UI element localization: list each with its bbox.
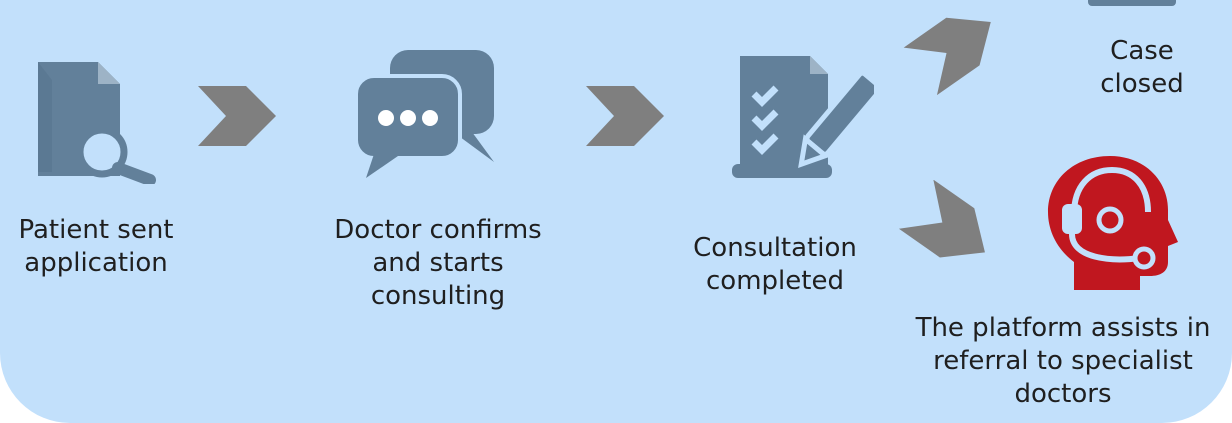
chat-bubbles-icon xyxy=(354,50,494,178)
checklist-pen-icon xyxy=(732,56,874,178)
arrow-down-right-icon xyxy=(898,180,985,258)
document-search-icon xyxy=(38,62,156,184)
folder-icon xyxy=(1088,0,1176,6)
step-label-doctor-confirms: Doctor confirms and starts consulting xyxy=(334,215,542,311)
step-label-consultation-completed: Consultation completed xyxy=(693,233,857,296)
step-label-case-closed: Case closed xyxy=(1100,36,1184,99)
step-label-platform-assists-referral: The platform assists in referral to spec… xyxy=(915,313,1211,409)
arrow-up-right-icon xyxy=(903,17,991,96)
arrow-right-icon xyxy=(198,86,276,146)
step-label-patient-sent-application: Patient sent application xyxy=(18,215,174,278)
arrow-right-icon xyxy=(586,86,664,146)
support-agent-icon xyxy=(1048,156,1178,290)
